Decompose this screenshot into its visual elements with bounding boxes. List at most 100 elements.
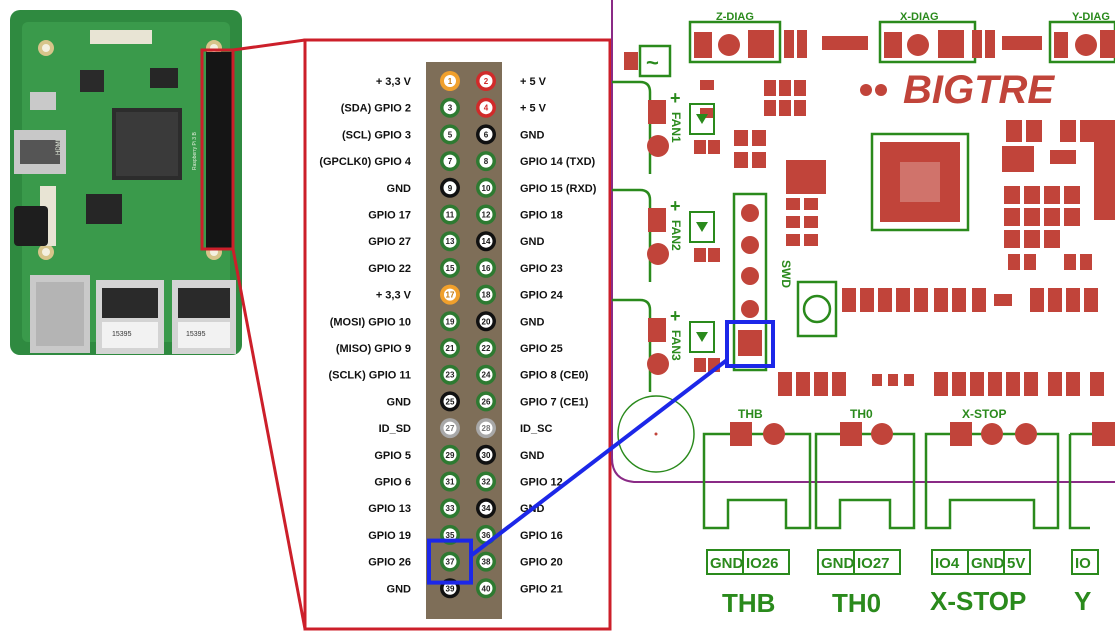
pin-label-15: GPIO 22 xyxy=(368,263,411,275)
pin-label-16: GPIO 23 xyxy=(520,263,563,275)
pin-number-2: 2 xyxy=(484,77,489,86)
tilde-symbol: ~ xyxy=(646,50,659,75)
pin-number-27: 27 xyxy=(446,424,455,433)
fan-block-2: + FAN2 xyxy=(612,190,720,282)
pin-label-12: GPIO 18 xyxy=(520,210,563,222)
pin-label-10: GPIO 15 (RXD) xyxy=(520,183,597,195)
pin-label-31: GPIO 6 xyxy=(374,477,411,489)
pin-number-8: 8 xyxy=(484,157,489,166)
pin-label-32: GPIO 12 xyxy=(520,477,563,489)
pin-label-13: GPIO 27 xyxy=(368,236,411,248)
fan-pad-small-a-3 xyxy=(694,358,706,372)
pin-number-24: 24 xyxy=(482,371,491,380)
pin-number-30: 30 xyxy=(482,451,491,460)
fan-block-1: +FAN1 xyxy=(612,82,720,174)
pin-label-4: + 5 V xyxy=(520,103,547,115)
pcb-brand: BIGTRE xyxy=(903,68,1055,112)
pin-label-18: GPIO 24 xyxy=(520,290,564,302)
pin-number-31: 31 xyxy=(446,478,455,487)
fan-pad-small-a-1 xyxy=(694,140,706,154)
pin-label-23: (SCLK) GPIO 11 xyxy=(328,370,411,382)
fan-pad-small-b-2 xyxy=(708,248,720,262)
pin-number-19: 19 xyxy=(446,317,455,326)
pin-number-17: 17 xyxy=(446,291,455,300)
fan-pad-small-a-2 xyxy=(694,248,706,262)
pin-tag-4: IO xyxy=(1072,550,1098,574)
pin-label-24: GPIO 8 (CE0) xyxy=(520,370,589,382)
pin-tag-text-2-1: GND xyxy=(821,555,855,572)
pin-label-9: GND xyxy=(387,183,412,195)
pin-label-21: (MISO) GPIO 9 xyxy=(336,343,411,355)
fan-pad-small-b-1 xyxy=(708,140,720,154)
fan-label-3: FAN3 xyxy=(669,330,683,361)
pin-label-17: + 3,3 V xyxy=(376,290,412,302)
pin-tag-text-1-1: GND xyxy=(710,555,744,572)
fan-outline-1 xyxy=(612,82,650,174)
pin-label-6: GND xyxy=(520,129,545,141)
fan-pad-round-1 xyxy=(647,135,669,157)
usb-text-1: 15395 xyxy=(112,331,132,338)
pin-number-34: 34 xyxy=(482,504,491,513)
pin-number-11: 11 xyxy=(446,211,455,220)
pin-number-7: 7 xyxy=(448,157,453,166)
fan-pad-square-2 xyxy=(648,208,666,232)
fan-label-1: FAN1 xyxy=(669,112,683,143)
pin-label-11: GPIO 17 xyxy=(368,210,411,222)
pin-label-22: GPIO 25 xyxy=(520,343,563,355)
pin-label-7: (GPCLK0) GPIO 4 xyxy=(319,156,412,168)
pin-label-1: + 3,3 V xyxy=(376,76,412,88)
fan-label-2: FAN2 xyxy=(669,220,683,251)
fan-pad-round-2 xyxy=(647,243,669,265)
pin-number-14: 14 xyxy=(482,237,491,246)
usb-text-2: 15395 xyxy=(186,331,206,338)
fan-outline-3 xyxy=(612,300,650,392)
pin-number-25: 25 xyxy=(446,397,455,406)
pin-number-37: 37 xyxy=(446,558,455,567)
pin-number-3: 3 xyxy=(448,104,453,113)
pin-tag-2: GNDIO27 xyxy=(818,550,900,574)
pin-label-25: GND xyxy=(387,396,412,408)
pin-label-5: (SCL) GPIO 3 xyxy=(342,129,411,141)
pin-label-14: GND xyxy=(520,236,545,248)
big-label-y: Y xyxy=(1074,586,1091,616)
pin-number-5: 5 xyxy=(448,130,453,139)
big-label-xstop: X-STOP xyxy=(930,586,1026,616)
pin-number-39: 39 xyxy=(446,584,455,593)
pin-label-3: (SDA) GPIO 2 xyxy=(341,103,411,115)
pin-tag-text-1-2: IO26 xyxy=(746,555,779,572)
pin-number-26: 26 xyxy=(482,397,491,406)
pin-number-28: 28 xyxy=(482,424,491,433)
pin-number-18: 18 xyxy=(482,291,491,300)
pin-label-37: GPIO 26 xyxy=(368,557,411,569)
pin-number-40: 40 xyxy=(482,584,491,593)
pin-number-23: 23 xyxy=(446,371,455,380)
label-y-diag: Y-DIAG xyxy=(1072,11,1110,23)
label-xstop-small: X-STOP xyxy=(962,407,1006,421)
pin-label-26: GPIO 7 (CE1) xyxy=(520,396,589,408)
pin-number-38: 38 xyxy=(482,558,491,567)
pin-label-39: GND xyxy=(387,583,412,595)
label-swd: SWD xyxy=(779,260,793,288)
pin-number-16: 16 xyxy=(482,264,491,273)
fan-pad-square-3 xyxy=(648,318,666,342)
pin-label-35: GPIO 19 xyxy=(368,530,411,542)
pin-label-27: ID_SD xyxy=(379,423,411,435)
board-text-hdmi: HDMI xyxy=(56,139,62,155)
pin-label-2: + 5 V xyxy=(520,76,547,88)
pin-number-22: 22 xyxy=(482,344,491,353)
fan-diode-3 xyxy=(696,332,708,342)
pin-tag-1: GNDIO26 xyxy=(707,550,789,574)
pin-number-36: 36 xyxy=(482,531,491,540)
pin-number-1: 1 xyxy=(448,77,453,86)
fan-diode-2 xyxy=(696,222,708,232)
fan-pad-square-1 xyxy=(648,100,666,124)
label-thb-small: THB xyxy=(738,407,763,421)
fan-plus-2: + xyxy=(670,196,681,216)
pin-label-33: GPIO 13 xyxy=(368,503,411,515)
pin-number-6: 6 xyxy=(484,130,489,139)
board-text-model: Raspberry Pi 3 B xyxy=(192,132,198,170)
fan-outline-2 xyxy=(612,190,650,282)
pin-number-21: 21 xyxy=(446,344,455,353)
fan-pad-round-3 xyxy=(647,353,669,375)
